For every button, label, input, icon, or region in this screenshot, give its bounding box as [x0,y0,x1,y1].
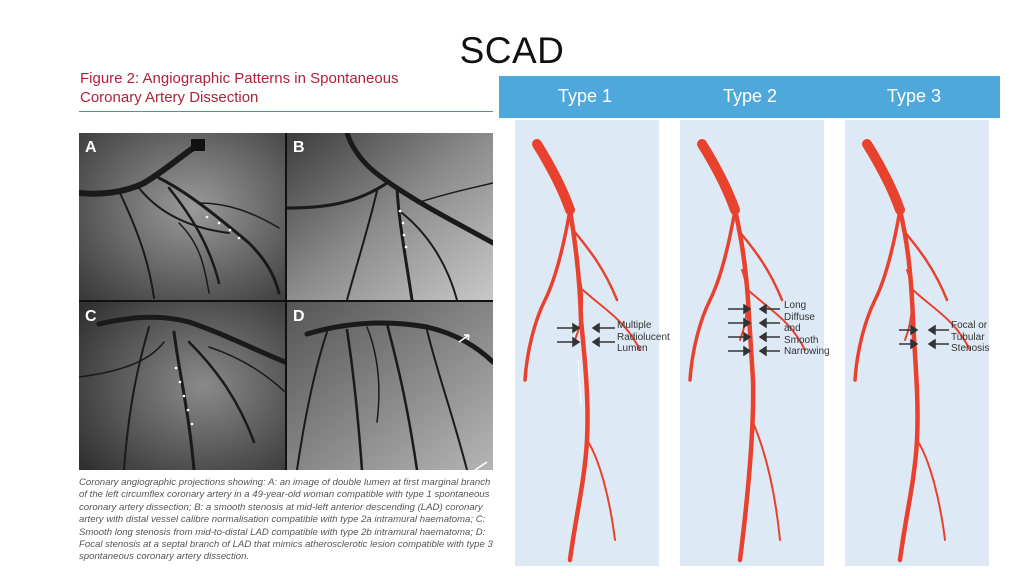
figure-title-line-2: Coronary Artery Dissection [80,89,259,106]
figure-title-rule [79,111,493,112]
scad-types-panel: Type 1 Type 2 Type 3 [499,76,1000,566]
panel-label-c: C [85,308,97,325]
type-1-column: Multiple Radiolucent Lumen [515,120,670,566]
type-3-heading: Type 3 [886,86,942,106]
angiogram-grid: A B [79,133,493,470]
figure-title-line-1: Figure 2: Angiographic Patterns in Spont… [80,70,399,87]
type-2-artery-illustration [688,139,806,563]
angiogram-panel-b: B [287,133,493,300]
type-1-annotation: Multiple Radiolucent Lumen [617,320,670,354]
panel-label-b: B [293,139,305,156]
type-2-heading: Type 2 [722,86,778,106]
type-3-column: Focal or Tubular Stenosis [845,120,989,566]
angiogram-panel-c: C [79,302,285,470]
panel-label-a: A [85,139,97,156]
type-2-column: Long Diffuse and Smooth Narrowing [680,120,830,566]
types-header-bar: Type 1 Type 2 Type 3 [499,76,1000,118]
figure-caption: Coronary angiographic projections showin… [79,477,493,563]
type-3-annotation: Focal or Tubular Stenosis [951,320,990,354]
type-2-annotation: Long Diffuse and Smooth Narrowing [784,300,830,357]
type-3-artery-illustration [853,139,971,563]
slide-title: SCAD [459,30,565,71]
figure-title: Figure 2: Angiographic Patterns in Spont… [80,69,500,107]
type-1-artery-illustration [523,139,641,563]
angiogram-panel-d: D [287,302,493,470]
type-1-heading: Type 1 [557,86,613,106]
angiogram-panel-a: A [79,133,285,300]
panel-label-d: D [293,308,305,325]
